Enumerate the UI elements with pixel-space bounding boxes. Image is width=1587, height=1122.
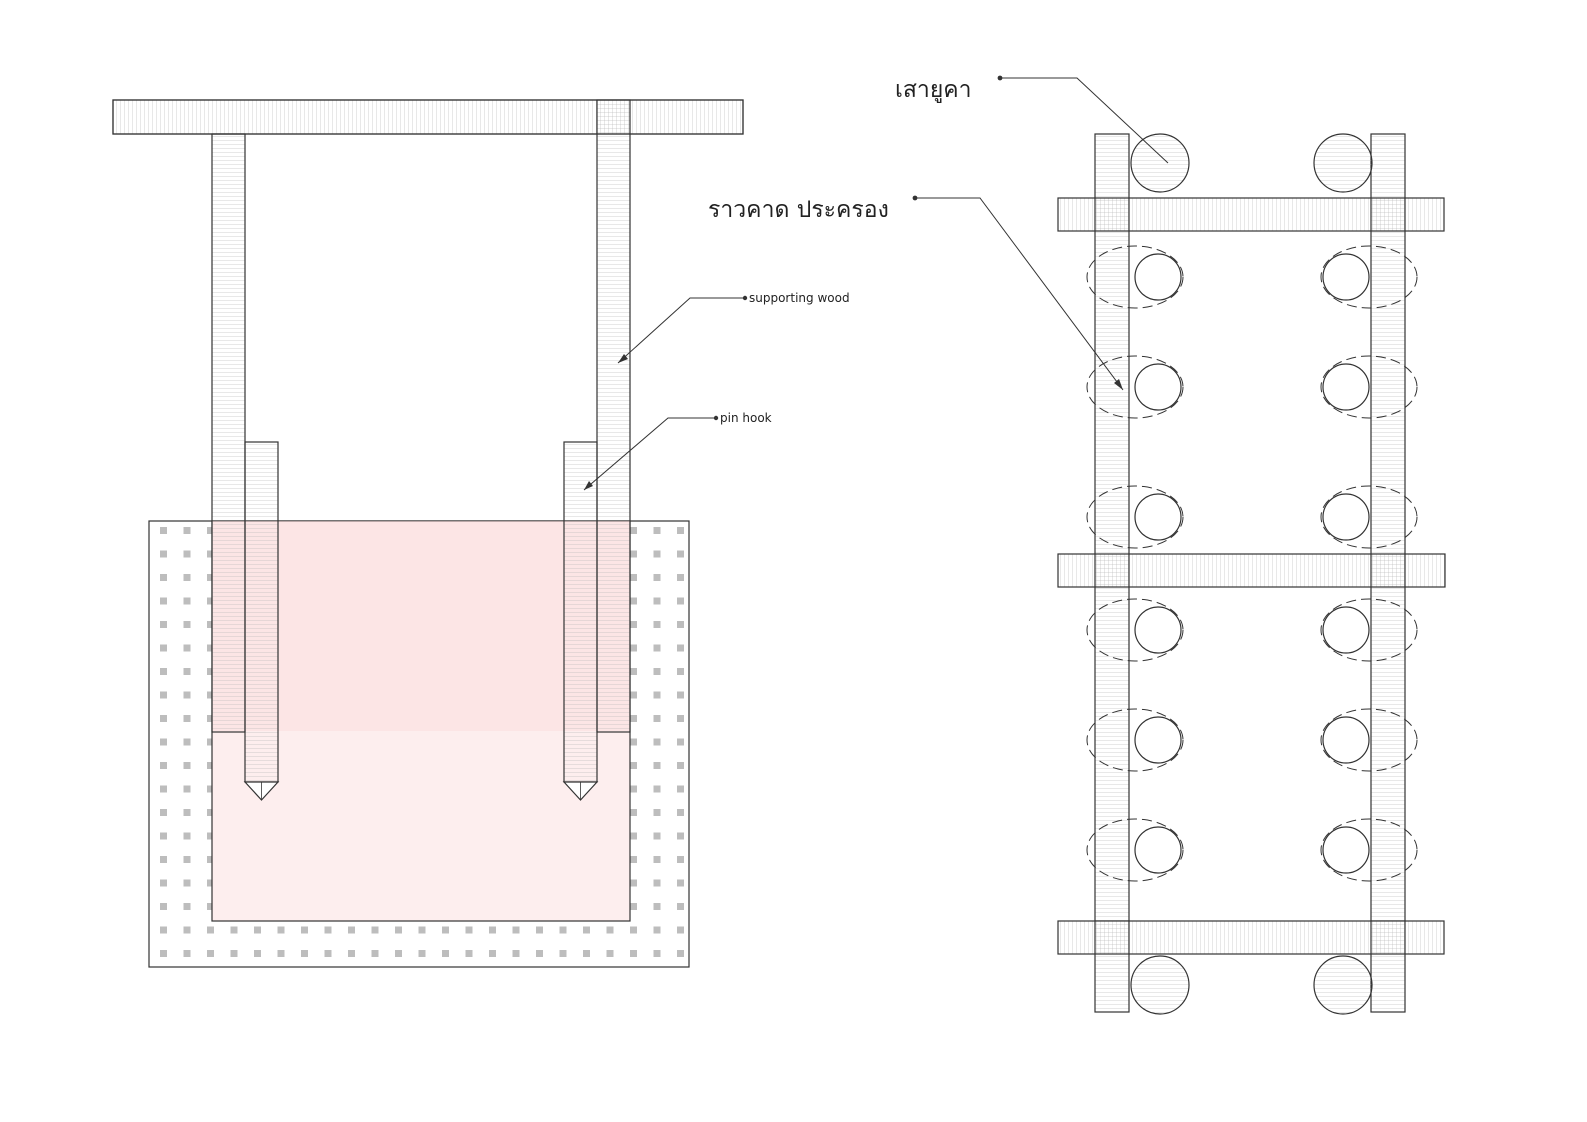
pin-hook-right [562,441,599,801]
supporting-wood-right [596,99,631,733]
pin-hook-label: pin hook [720,411,772,425]
tied-poles-right [1320,245,1418,882]
end-poles [1130,133,1373,1015]
cross-rail-leader [912,195,1124,391]
plan-rail-top [1057,197,1445,232]
rattan-pole-label: เสายูคา [895,77,972,103]
plan-rail-bottom [1057,920,1445,955]
supporting-wood-left [211,133,246,733]
section-view: supporting wood pin hook [112,99,850,968]
pit-fill [211,520,631,922]
pole-circle [1130,955,1190,1015]
supporting-wood-label: supporting wood [749,291,850,305]
cross-rail-label: ราวคาด ประครอง [708,197,889,223]
pin-hook-leader [583,415,719,491]
top-beam [112,99,744,135]
plan-view: เสายูคา ราวคาด ประครอง [708,75,1446,1015]
plan-rail-middle [1057,553,1446,588]
tied-poles-left [1086,245,1184,882]
pole-circle [1313,955,1373,1015]
pit-upper-tint [212,521,630,731]
pin-hook-left [243,441,280,801]
pole-circle [1130,133,1190,193]
pole-circle [1313,133,1373,193]
rattan-pole-leader [997,75,1169,164]
supporting-wood-leader [617,295,748,364]
